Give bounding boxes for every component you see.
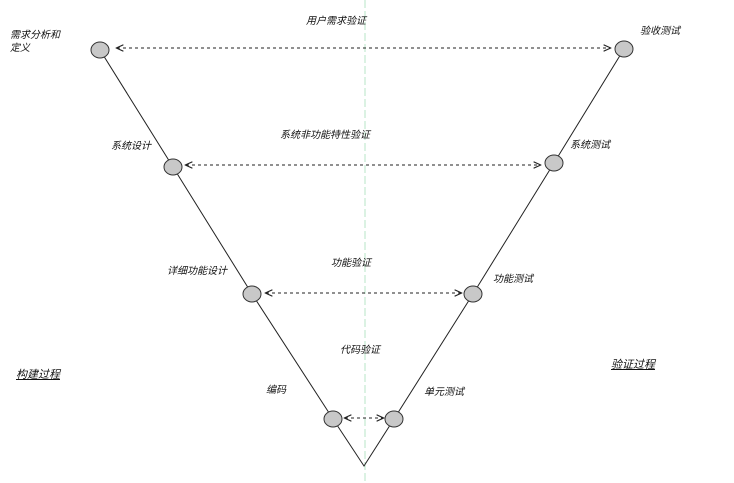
coding-node xyxy=(323,410,343,428)
v-path-line xyxy=(99,48,625,467)
user-requirements-verification-label: 用户需求验证 xyxy=(306,16,366,27)
unit-test-label: 单元测试 xyxy=(424,387,464,398)
code-verification-label: 代码验证 xyxy=(340,345,380,356)
system-nonfunctional-verification-label: 系统非功能特性验证 xyxy=(280,130,370,141)
detailed-function-design-node xyxy=(242,285,262,303)
function-verification-label: 功能验证 xyxy=(331,258,371,269)
acceptance-test-label: 验收测试 xyxy=(640,26,680,37)
acceptance-test-node xyxy=(614,40,634,58)
requirements-analysis-label: 需求分析和定义 xyxy=(10,30,60,54)
unit-test-node xyxy=(384,410,404,428)
system-design-label: 系统设计 xyxy=(111,141,151,152)
requirements-analysis-node xyxy=(90,41,110,59)
detailed-function-design-label: 详细功能设计 xyxy=(167,266,227,277)
system-design-node xyxy=(163,158,183,176)
system-test-node xyxy=(544,154,564,172)
verification-process-label: 验证过程 xyxy=(611,358,655,371)
construction-process-label: 构建过程 xyxy=(16,368,60,381)
function-test-label: 功能测试 xyxy=(493,274,533,285)
system-test-label: 系统测试 xyxy=(570,140,610,151)
function-test-node xyxy=(463,285,483,303)
coding-label: 编码 xyxy=(266,385,286,396)
